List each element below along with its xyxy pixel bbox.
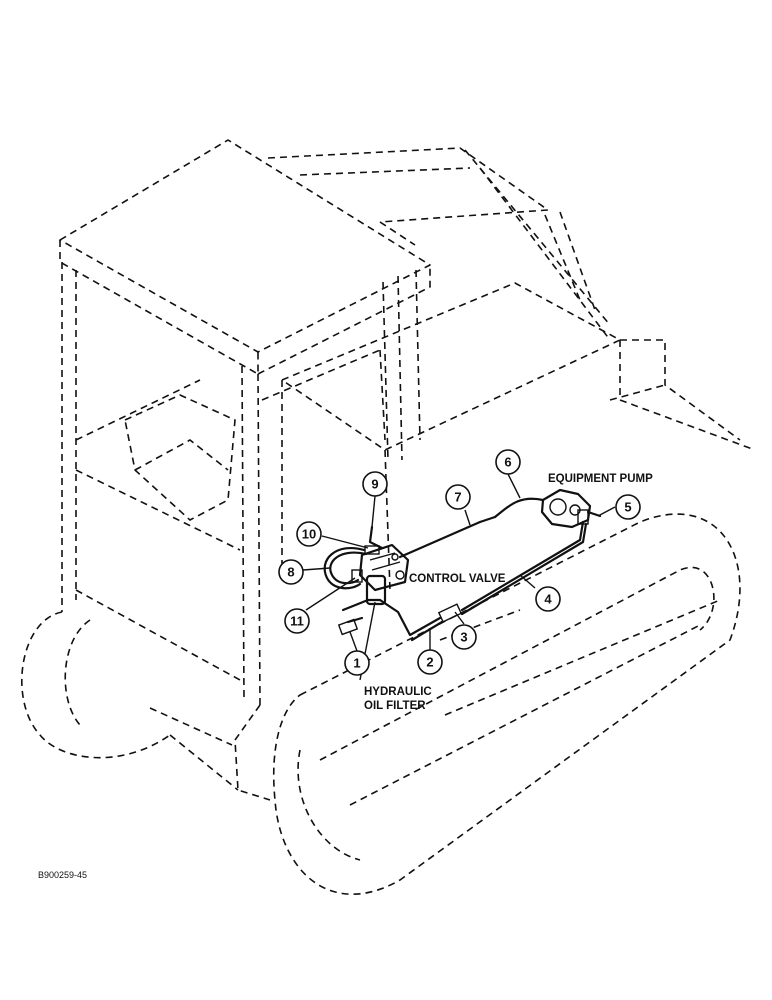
callout-11: 11 (284, 608, 310, 634)
callout-2: 2 (417, 649, 443, 675)
svg-text:2: 2 (426, 655, 433, 670)
callout-9: 9 (362, 471, 388, 497)
callout-7: 7 (445, 484, 471, 510)
svg-text:6: 6 (504, 455, 511, 470)
callout-4: 4 (535, 586, 561, 612)
svg-text:7: 7 (454, 490, 461, 505)
control-valve (358, 543, 410, 592)
svg-text:8: 8 (287, 565, 294, 580)
svg-text:1: 1 (353, 656, 360, 671)
hydraulic-oil-filter (365, 574, 387, 606)
fitting-3 (437, 603, 463, 623)
callout-3: 3 (451, 624, 477, 650)
machine-outline (21, 139, 756, 895)
svg-text:10: 10 (302, 527, 316, 542)
leader-lines (302, 473, 616, 681)
label-control-valve: CONTROL VALVE (409, 573, 506, 585)
svg-text:3: 3 (460, 630, 467, 645)
label-equipment-pump: EQUIPMENT PUMP (548, 473, 653, 485)
figure-code: B900259-45 (38, 870, 87, 880)
svg-text:11: 11 (290, 614, 304, 629)
svg-text:9: 9 (371, 477, 378, 492)
callout-1: 1 (344, 650, 370, 676)
hose-8 (329, 551, 368, 585)
tube-4 (460, 520, 585, 612)
equipment-pump (540, 488, 602, 529)
fitting-10 (364, 545, 380, 555)
callout-8: 8 (278, 559, 304, 585)
callout-5: 5 (615, 494, 641, 520)
fitting-1 (337, 618, 359, 636)
callout-6: 6 (495, 449, 521, 475)
callout-10: 10 (296, 521, 322, 547)
tube-2 (378, 598, 442, 637)
hydraulic-system (323, 488, 602, 642)
label-hydraulic: HYDRAULIC (364, 686, 432, 698)
label-oil-filter: OIL FILTER (364, 700, 426, 712)
hose-6 (493, 497, 545, 519)
hose-7 (398, 520, 482, 559)
elbow-9 (368, 525, 384, 550)
svg-text:5: 5 (624, 500, 631, 515)
svg-text:4: 4 (544, 592, 552, 607)
fitting-11 (351, 569, 363, 583)
